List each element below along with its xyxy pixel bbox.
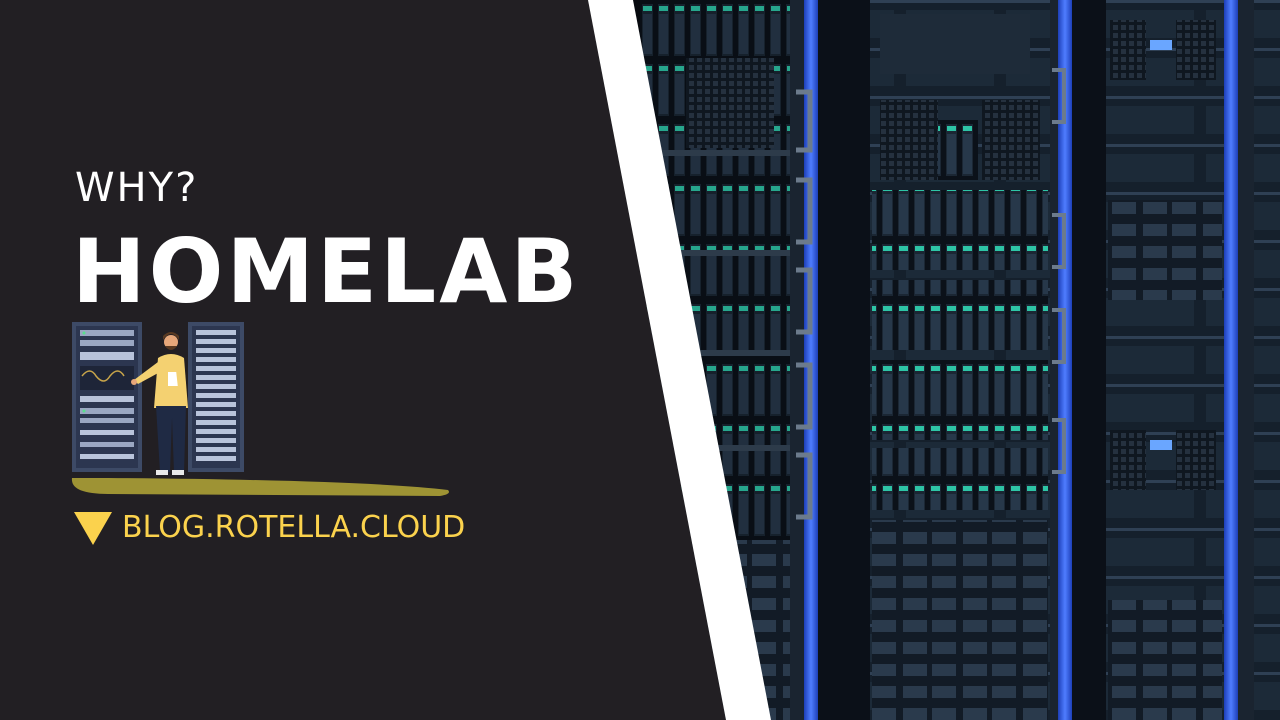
left-server-rack-icon — [72, 322, 142, 472]
main-title: HOMELAB — [72, 220, 581, 323]
right-server-rack-icon — [188, 322, 244, 472]
eyebrow-heading: WHY? — [75, 165, 199, 211]
site-url-row: BLOG.ROTELLA.CLOUD — [74, 508, 465, 548]
site-url-text[interactable]: BLOG.ROTELLA.CLOUD — [122, 510, 466, 545]
server-rack-person-icon — [71, 322, 450, 496]
person-icon — [131, 332, 188, 475]
triangle-down-icon — [74, 511, 112, 545]
